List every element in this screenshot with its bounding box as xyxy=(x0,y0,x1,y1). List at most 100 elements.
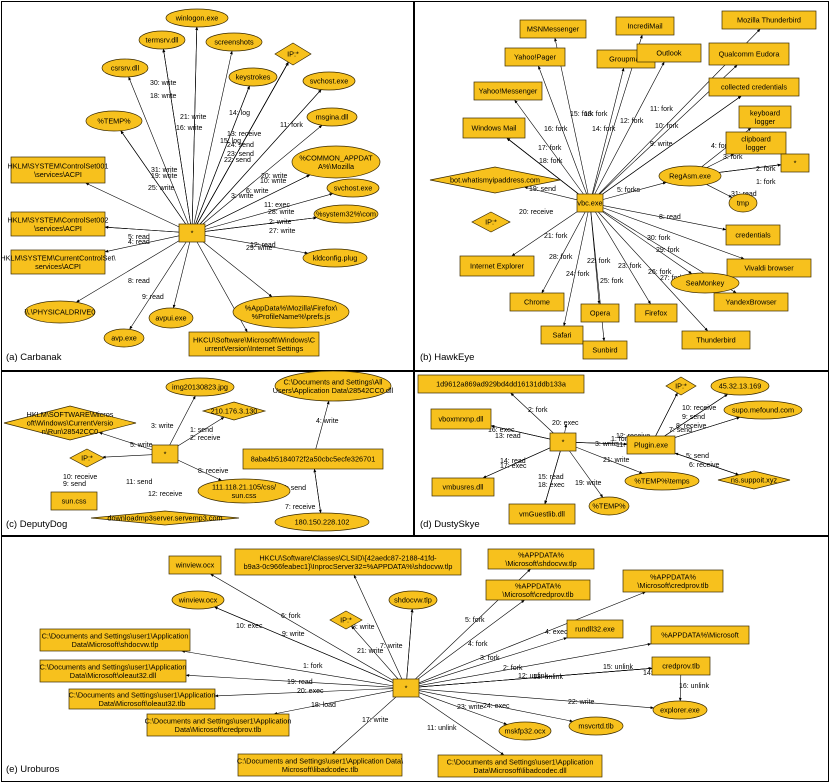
graph-node: C:\Documents and Settings\user1\Applicat… xyxy=(437,754,603,778)
edge-arrow xyxy=(564,423,568,434)
edge-label: 2: fork xyxy=(503,665,523,672)
edge-arrow xyxy=(204,216,318,232)
node-label: screenshots xyxy=(214,38,254,47)
graph-node: screenshots xyxy=(205,32,263,52)
edge-arrow xyxy=(678,674,682,702)
edge-arrow xyxy=(162,48,191,225)
edge-label: 19: write xyxy=(575,480,602,487)
graph-node: %APPDATA%\Microsoft xyxy=(650,625,750,645)
node-label: C:\Documents and Settings\user1\Applicat… xyxy=(69,690,216,708)
node-label: Safari xyxy=(552,331,571,340)
node-label: downloadmp3server.servemp3.com xyxy=(107,514,222,523)
graph-node: HKCU\Software\Classes\CLSID\{42aedc87-21… xyxy=(234,548,462,576)
edge-arrow xyxy=(674,452,739,476)
graph-node: Vivaldi browser xyxy=(726,258,812,278)
graph-node: * xyxy=(780,153,810,173)
edge-arrow xyxy=(75,240,180,303)
edge-arrow xyxy=(595,211,651,305)
graph-node: Thunderbird xyxy=(681,330,751,350)
edge-label: 20: exec xyxy=(552,420,579,427)
edge-label: 24: fork xyxy=(566,271,590,278)
graph-node: C:\Documents and Settings\user1\Applicat… xyxy=(69,688,216,710)
edge-arrow xyxy=(193,50,233,225)
edge-arrow xyxy=(120,130,186,225)
graph-node: C:\Documents and Settings\user1\Applicat… xyxy=(145,713,291,737)
node-label: IP:* xyxy=(675,382,687,391)
edge-label: 4: fork xyxy=(711,143,731,150)
edge-arrow xyxy=(418,591,646,684)
node-label: Outlook xyxy=(656,49,681,58)
edge-label: 1: send xyxy=(190,427,213,434)
edge-label: 30: fork xyxy=(647,235,671,242)
edges xyxy=(482,392,741,505)
edge-label: 20: receive xyxy=(519,209,553,216)
edge-label: 8: read xyxy=(128,278,150,285)
edge-label: 18: fork xyxy=(539,158,563,165)
edge-label: 23: write xyxy=(457,704,484,711)
node-label: svchost.exe xyxy=(310,77,349,86)
edge-label: 1: fork xyxy=(756,179,776,186)
panel-caption: (a) Carbanak xyxy=(6,352,62,363)
edge-arrow xyxy=(102,454,153,459)
center-process-node: * xyxy=(178,223,206,243)
edge-label: 2: receive xyxy=(190,435,220,442)
edge-label: 27: fork xyxy=(660,275,684,282)
node-label: Opera xyxy=(590,309,611,318)
edge-label: 4: exec xyxy=(545,629,568,636)
edge-arrow xyxy=(418,690,574,723)
edge-label: 17: exec xyxy=(500,463,527,470)
graph-node: svchost.exe xyxy=(326,178,380,198)
edge-arrow xyxy=(210,573,394,681)
graph-node: vmbusres.dll xyxy=(431,477,495,497)
edge-arrow xyxy=(510,392,554,434)
node-label: ns.suppoit.xyz xyxy=(731,476,778,485)
node-label: \\.\PHYSICALDRIVE0 xyxy=(25,308,96,317)
edge-label: 25: fork xyxy=(600,278,624,285)
graph-node: HKLM\SYSTEM\ControlSet002\services\ACPI xyxy=(8,211,108,237)
node-label: Chrome xyxy=(524,298,550,307)
node-label: 180.150.228.102 xyxy=(295,518,350,527)
edge-arrow xyxy=(177,416,225,447)
edge-label: 19: write xyxy=(151,173,178,180)
node-label: IP:* xyxy=(81,454,93,463)
edge-arrow xyxy=(128,76,189,225)
node-label: bot.whatismyipaddress.com xyxy=(450,176,540,185)
graph-node: Plugin.exe xyxy=(626,435,676,455)
edge-arrow xyxy=(98,432,153,451)
edge-label: 12: read xyxy=(250,242,276,249)
graph-node: Windows Mail xyxy=(462,117,526,139)
node-label: HKLM\SYSTEM\CurrentControlSet\services\A… xyxy=(0,253,116,271)
node-label: 8aba4b5184072f2a50cbc5ecfe326701 xyxy=(251,455,376,464)
center-process-node: vbc.exe xyxy=(576,193,604,213)
graph-node: 210.176.3.130 xyxy=(201,401,267,421)
graph-node: bot.whatismyipaddress.com xyxy=(429,166,561,194)
center-process-node: * xyxy=(549,432,577,452)
node-label: Internet Explorer xyxy=(470,262,525,271)
edge-label: 9: send xyxy=(682,414,705,421)
edge-label: 18: load xyxy=(311,702,336,709)
graph-node: HKLM\SYSTEM\ControlSet001\services\ACPI xyxy=(8,156,108,184)
edge-arrow xyxy=(706,153,735,168)
edge-arrow xyxy=(418,692,508,725)
graph-node: sun.css xyxy=(50,491,98,511)
node-label: credprov.tlb xyxy=(662,662,700,671)
edge-label: 3: write xyxy=(151,423,174,430)
node-label: MSNMessenger xyxy=(527,25,580,34)
edge-label: 6: receive xyxy=(689,462,719,469)
edge-label: 3: write xyxy=(595,441,618,448)
node-label: avp.exe xyxy=(111,334,137,343)
node-label: Thunderbird xyxy=(696,336,735,345)
panel-frame xyxy=(414,371,829,536)
edge-arrow xyxy=(594,61,665,195)
edge-arrow xyxy=(418,642,652,686)
graph-node: %APPDATA%\Microsoft\shdocvw.tlp xyxy=(487,548,595,570)
graph-node: %TEMP% xyxy=(85,110,143,132)
node-label: %APPDATA%\Microsoft xyxy=(661,631,739,640)
graph-node: IP:* xyxy=(274,42,312,66)
edge-label: 10: receive xyxy=(63,474,97,481)
